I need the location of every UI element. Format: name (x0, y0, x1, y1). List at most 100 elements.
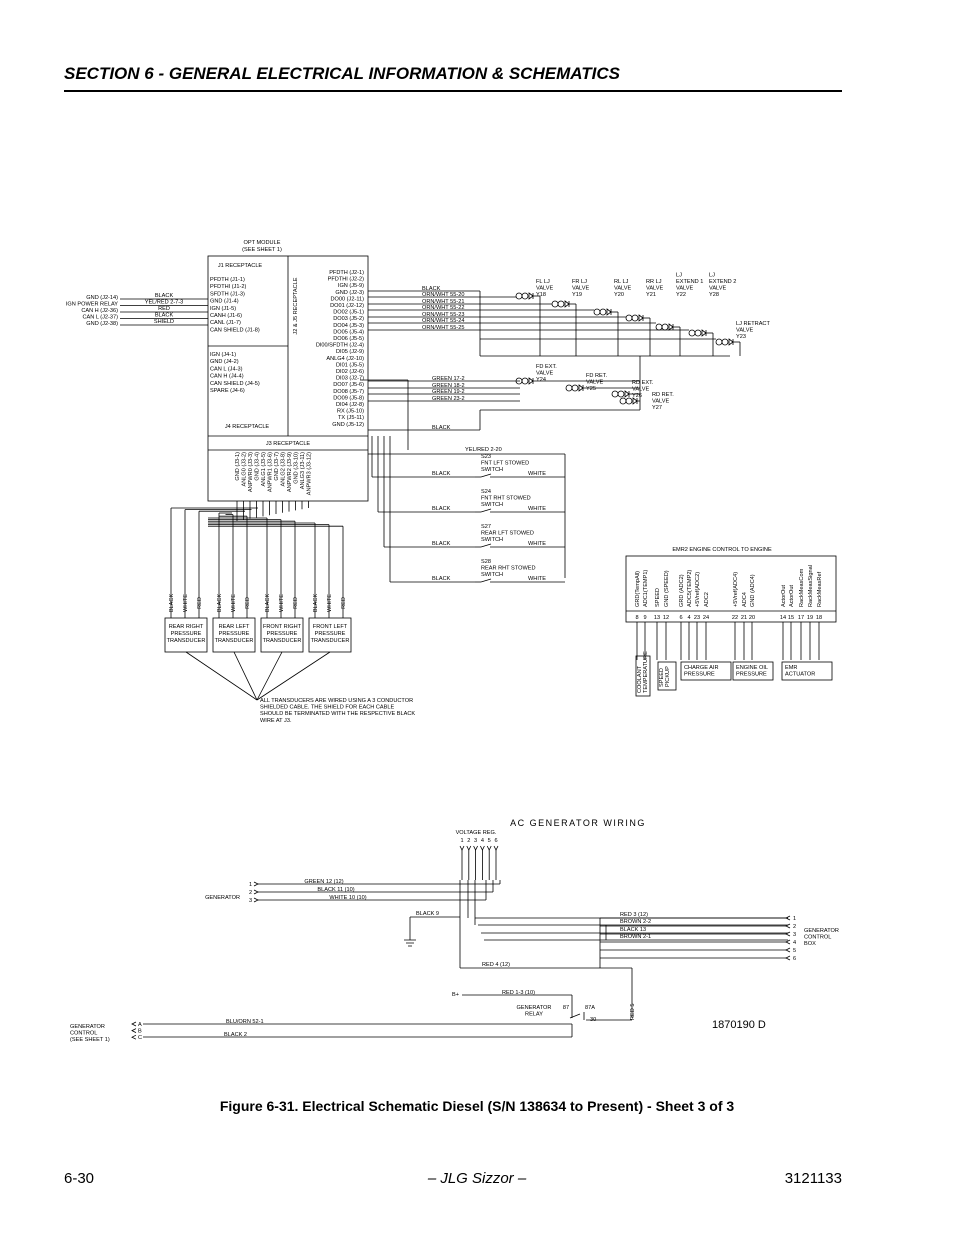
schematic-label: 87A (585, 1005, 595, 1011)
schematic-label: CONTROL (70, 1031, 97, 1037)
schematic-label: ORN/WHT 55-20 (422, 292, 464, 298)
schematic-label: (SEE SHEET 1) (242, 247, 282, 253)
schematic-label: BLACK (432, 541, 451, 547)
valve-coil-symbol (565, 384, 584, 392)
switch-contact (480, 543, 492, 548)
section-title: SECTION 6 - GENERAL ELECTRICAL INFORMATI… (64, 64, 620, 83)
valve-coil-symbol (619, 397, 638, 405)
schematic-label: FL LJ (536, 279, 550, 285)
schematic-label: 6 (679, 615, 682, 621)
schematic-label: RackMeasRef (817, 571, 823, 607)
schematic-label: RED (293, 597, 299, 609)
schematic-label: 2 (793, 924, 796, 930)
valve-coil-symbol (515, 292, 534, 300)
schematic-label: 15 (788, 615, 794, 621)
schematic-label: RED 1-3 (10) (502, 990, 535, 996)
connector-pin (480, 845, 485, 851)
schematic-label: PRESSURE (219, 631, 250, 637)
schematic-label: ADC2 (704, 592, 710, 607)
schematic-label: RED 5 (630, 1004, 636, 1020)
schematic-label: EMR (785, 665, 797, 671)
schematic-label: WIRE AT J3. (260, 718, 292, 724)
schematic-label: GREEN 19-2 (432, 389, 465, 395)
schematic-label: Y27 (652, 405, 662, 411)
connector-pin (466, 845, 472, 851)
schematic-label: ALL TRANSDUCERS ARE WIRED USING A 3 COND… (260, 698, 413, 704)
schematic-label: 3 (249, 898, 252, 904)
valve-coil-symbol (611, 390, 630, 398)
schematic-label: DO00 (J2-11) (331, 296, 365, 302)
schematic-label: DO05 (J5-4) (333, 329, 364, 335)
schematic-label: YEL/RED 2-20 (465, 447, 502, 453)
schematic-label: DO01 (J2-12) (330, 303, 364, 309)
schematic-label: ADC5(TEMP2) (687, 570, 693, 607)
schematic-label: 8 (635, 615, 638, 621)
schematic-label: CAN SHIELD (J1-8) (210, 327, 260, 333)
schematic-label: REAR RIGHT (169, 624, 204, 630)
valve-coil-symbol (655, 323, 674, 331)
schematic-label: ANPWR1 (J3-6) (268, 452, 274, 492)
schematic-label: BLACK (169, 594, 175, 613)
schematic-label: ANLG4 (J2-10) (326, 356, 364, 362)
schematic-label: PRESSURE (736, 672, 767, 678)
schematic-label: 1 (249, 882, 252, 888)
schematic-label: ANPWR3 (J3-12) (307, 452, 313, 495)
schematic-label: PRESSURE (684, 672, 715, 678)
schematic-label: CANH (J1-6) (210, 313, 242, 319)
schematic-label: FNT LFT STOWED (481, 461, 529, 467)
schematic-label: GND (J2-3) (335, 290, 364, 296)
schematic-label: SWITCH (481, 572, 503, 578)
schematic-label: CAN SHIELD (J4-5) (210, 381, 260, 387)
schematic-label: RR LJ (646, 279, 662, 285)
schematic-label: RD RET. (652, 392, 674, 398)
schematic-label: Y25 (586, 386, 596, 392)
schematic-label: Y26 (632, 393, 642, 399)
schematic-label: VALVE (736, 328, 753, 334)
schematic-label: ORN/WHT 55-21 (422, 299, 464, 305)
schematic-label: 21 (741, 615, 747, 621)
schematic-label: SWITCH (481, 537, 503, 543)
schematic-label: SWITCH (481, 467, 503, 473)
connector-pin (785, 939, 791, 945)
schematic-label: RED 3 (12) (620, 912, 648, 918)
schematic-label: ANLG3 (J3-11) (300, 452, 306, 489)
schematic-label: BLACK (155, 313, 174, 319)
schematic-label: A (138, 1022, 142, 1028)
j2-j5-receptacle-label: J2 & J5 RECEPTACLE (293, 277, 299, 334)
schematic-label: DI05 (J2-9) (336, 349, 364, 355)
schematic-label: PFDTH (J1-1) (210, 277, 245, 283)
schematic-label: 5 (793, 948, 796, 954)
schematic-label: WHITE (528, 576, 546, 582)
schematic-label: WHITE (528, 471, 546, 477)
schematic-label: GENERATOR (804, 928, 839, 934)
schematic-label: VALVE (632, 387, 649, 393)
schematic-label: GREEN 18-2 (432, 383, 465, 389)
schematic-label: DI03 (J2-7) (336, 376, 364, 382)
schematic-label: TRANSDUCER (311, 638, 350, 644)
schematic-label: GREEN 23-2 (432, 396, 465, 402)
schematic-label: 20 (749, 615, 755, 621)
schematic-label: DO08 (J5-7) (333, 389, 364, 395)
wire-line (185, 651, 258, 701)
schematic-label: TEMPERATURE (643, 651, 649, 693)
schematic-label: Y18 (536, 292, 546, 298)
schematic-label: ANLG2 (J3-8) (281, 452, 287, 487)
schematic-label: VALVE (646, 286, 663, 292)
schematic-label: 2 (249, 890, 252, 896)
schematic-label: DO07 (J5-6) (333, 382, 364, 388)
schematic-label: VALVE (709, 286, 726, 292)
schematic-label: RackMeasCom (799, 568, 805, 607)
schematic-label: REAR RHT STOWED (481, 566, 536, 572)
schematic-label: Y28 (709, 292, 719, 298)
schematic-label: SPARE (J4-6) (210, 388, 245, 394)
schematic-label: GND (J2-14) (86, 295, 118, 301)
engine-sensor-box (635, 655, 651, 697)
schematic-label: +5Vref(ADC2) (695, 572, 701, 607)
schematic-label: Y23 (736, 334, 746, 340)
schematic-label: CONTROL (804, 935, 831, 941)
schematic-label: DO06 (J5-5) (333, 336, 364, 342)
schematic-label: RED (245, 597, 251, 609)
schematic-label: RED (158, 306, 170, 312)
schematic-label: BLACK 9 (416, 911, 439, 917)
